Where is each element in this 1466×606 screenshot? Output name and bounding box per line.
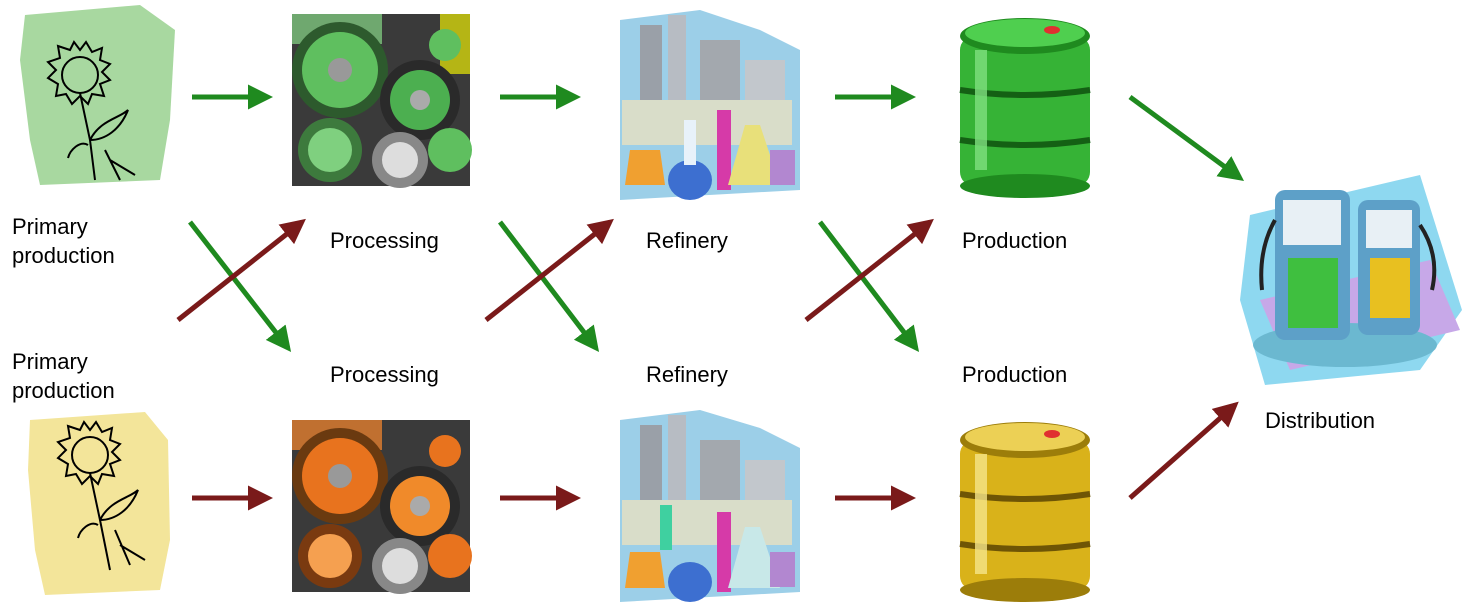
arrow-cross-red-3 xyxy=(804,218,934,322)
arrow-top-to-distribution xyxy=(1128,94,1245,181)
arrow-cross-green-3 xyxy=(818,220,920,352)
arrow-cross-red-1 xyxy=(176,218,306,322)
arrow-cross-red-2 xyxy=(484,218,614,322)
label-bottom-processing: Processing xyxy=(330,362,439,387)
arrow-cross-green-2 xyxy=(498,220,600,352)
gears-icon xyxy=(292,420,472,594)
label-bottom-refinery: Refinery xyxy=(646,362,728,387)
label-top-refinery: Refinery xyxy=(646,228,728,253)
fuel-pump-icon xyxy=(1240,175,1462,385)
arrow-bottom-to-distribution xyxy=(1128,401,1239,500)
arrow-cross-green-1 xyxy=(188,220,292,352)
label-distribution: Distribution xyxy=(1265,408,1376,433)
refinery-lab-icon xyxy=(620,410,800,602)
label-bottom-production: Production xyxy=(962,362,1068,387)
label-bottom-primary-production: Primary production xyxy=(12,349,115,403)
refinery-lab-icon xyxy=(620,10,800,200)
barrel-icon xyxy=(959,18,1091,198)
label-top-processing: Processing xyxy=(330,228,439,253)
sunflower-icon xyxy=(28,412,170,595)
label-top-production: Production xyxy=(962,228,1068,253)
gears-icon xyxy=(292,14,472,188)
barrel-icon xyxy=(959,422,1091,602)
sunflower-icon xyxy=(20,5,175,185)
label-top-primary-production: Primary production xyxy=(12,214,115,268)
